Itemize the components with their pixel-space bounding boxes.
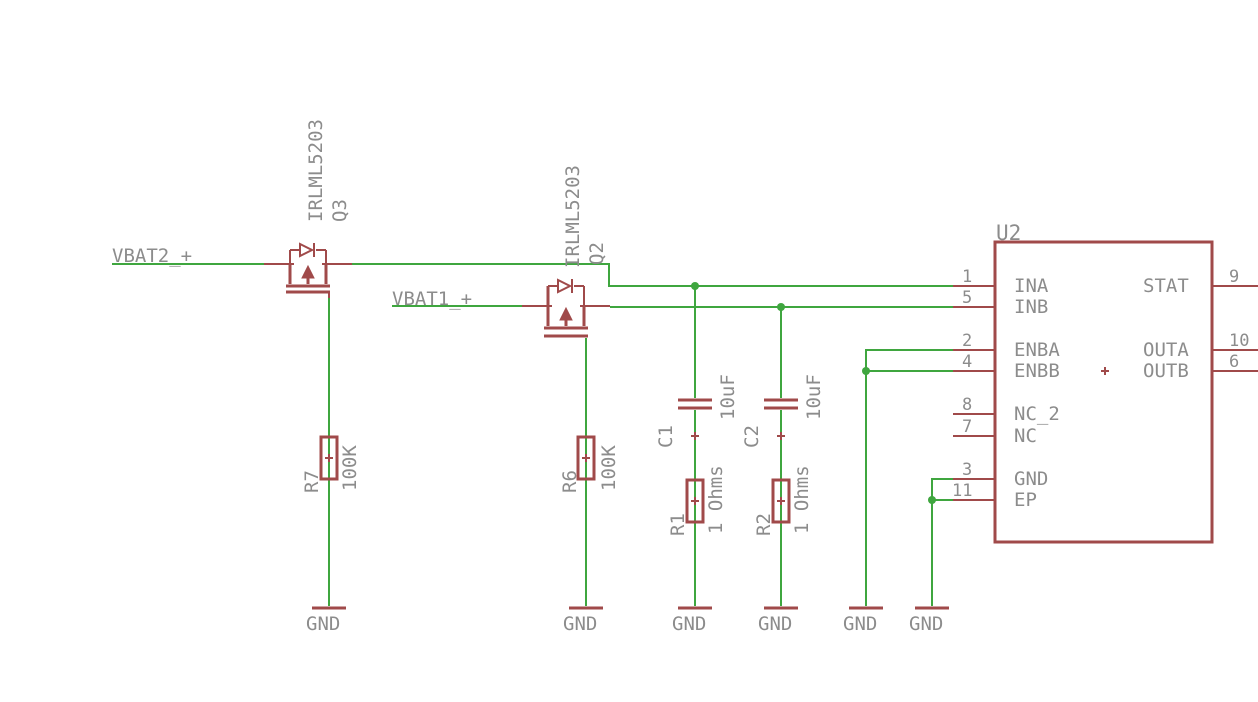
ground-symbol[interactable]: GND — [909, 606, 949, 635]
c2-name-label: C2 — [741, 425, 763, 448]
capacitor-c1[interactable] — [678, 398, 712, 440]
pin-number: 9 — [1229, 267, 1239, 287]
ground-symbol[interactable]: GND — [306, 606, 346, 635]
pin-number: 10 — [1229, 331, 1249, 351]
pin-number: 2 — [962, 331, 972, 351]
net-label-vbat1: VBAT1_+ — [392, 288, 472, 310]
ground-label: GND — [909, 613, 943, 635]
pin-number: 6 — [1229, 352, 1239, 372]
pin-name: GND — [1014, 468, 1048, 490]
pin-number: 11 — [952, 481, 972, 501]
q3-name-label: Q3 — [329, 199, 351, 222]
pin-name: ENBA — [1014, 339, 1060, 361]
resistor-r2[interactable] — [771, 478, 791, 524]
resistor-r7[interactable] — [319, 435, 339, 481]
junction-dot — [928, 496, 936, 504]
r1-value-label: 1 Ohms — [705, 465, 727, 534]
r6-value-label: 100K — [598, 445, 620, 491]
ground-label: GND — [758, 613, 792, 635]
pin-name: NC_2 — [1014, 403, 1060, 425]
c1-value-label: 10uF — [717, 374, 739, 420]
pin-name: OUTB — [1143, 360, 1189, 382]
ground-label: GND — [672, 613, 706, 635]
net-label-vbat2: VBAT2_+ — [112, 245, 192, 267]
ic-name-label: U2 — [996, 221, 1021, 245]
junction-dot — [691, 282, 699, 290]
pin-number: 7 — [962, 417, 972, 437]
mosfet-q2[interactable] — [522, 278, 610, 338]
ground-label: GND — [843, 613, 877, 635]
pin-number: 1 — [962, 267, 972, 287]
pin-number: 8 — [962, 395, 972, 415]
pin-name: NC — [1014, 425, 1037, 447]
ground-label: GND — [306, 613, 340, 635]
junction-dot — [777, 303, 785, 311]
pin-name: STAT — [1143, 275, 1189, 297]
pin-name: INA — [1014, 275, 1049, 297]
ic-u2[interactable] — [953, 240, 1258, 544]
ground-label: GND — [563, 613, 597, 635]
q2-name-label: Q2 — [586, 242, 608, 265]
mosfet-q3[interactable] — [264, 242, 352, 298]
pin-number: 3 — [962, 460, 972, 480]
resistor-r6[interactable] — [576, 435, 596, 481]
junction-dot — [862, 367, 870, 375]
ground-symbol[interactable]: GND — [672, 606, 712, 635]
ground-symbol[interactable]: GND — [563, 606, 603, 635]
wires — [112, 263, 993, 606]
ground-symbol[interactable]: GND — [843, 606, 883, 635]
q3-value-label: IRLML5203 — [305, 119, 327, 222]
r1-name-label: R1 — [667, 513, 689, 536]
pin-number: 5 — [962, 288, 972, 308]
junctions — [691, 282, 936, 504]
q2-value-label: IRLML5203 — [562, 165, 584, 268]
r2-value-label: 1 Ohms — [791, 465, 813, 534]
ground-symbol[interactable]: GND — [758, 606, 798, 635]
pin-number: 4 — [962, 352, 972, 372]
r2-name-label: R2 — [753, 513, 775, 536]
r7-name-label: R7 — [301, 470, 323, 493]
r7-value-label: 100K — [339, 445, 361, 491]
pin-name: OUTA — [1143, 339, 1189, 361]
pin-name: INB — [1014, 296, 1048, 318]
capacitor-c2[interactable] — [764, 398, 798, 440]
pin-name: ENBB — [1014, 360, 1060, 382]
r6-name-label: R6 — [559, 470, 581, 493]
resistor-r1[interactable] — [685, 478, 705, 524]
pin-name: EP — [1014, 489, 1037, 511]
c1-name-label: C1 — [655, 425, 677, 448]
c2-value-label: 10uF — [803, 374, 825, 420]
